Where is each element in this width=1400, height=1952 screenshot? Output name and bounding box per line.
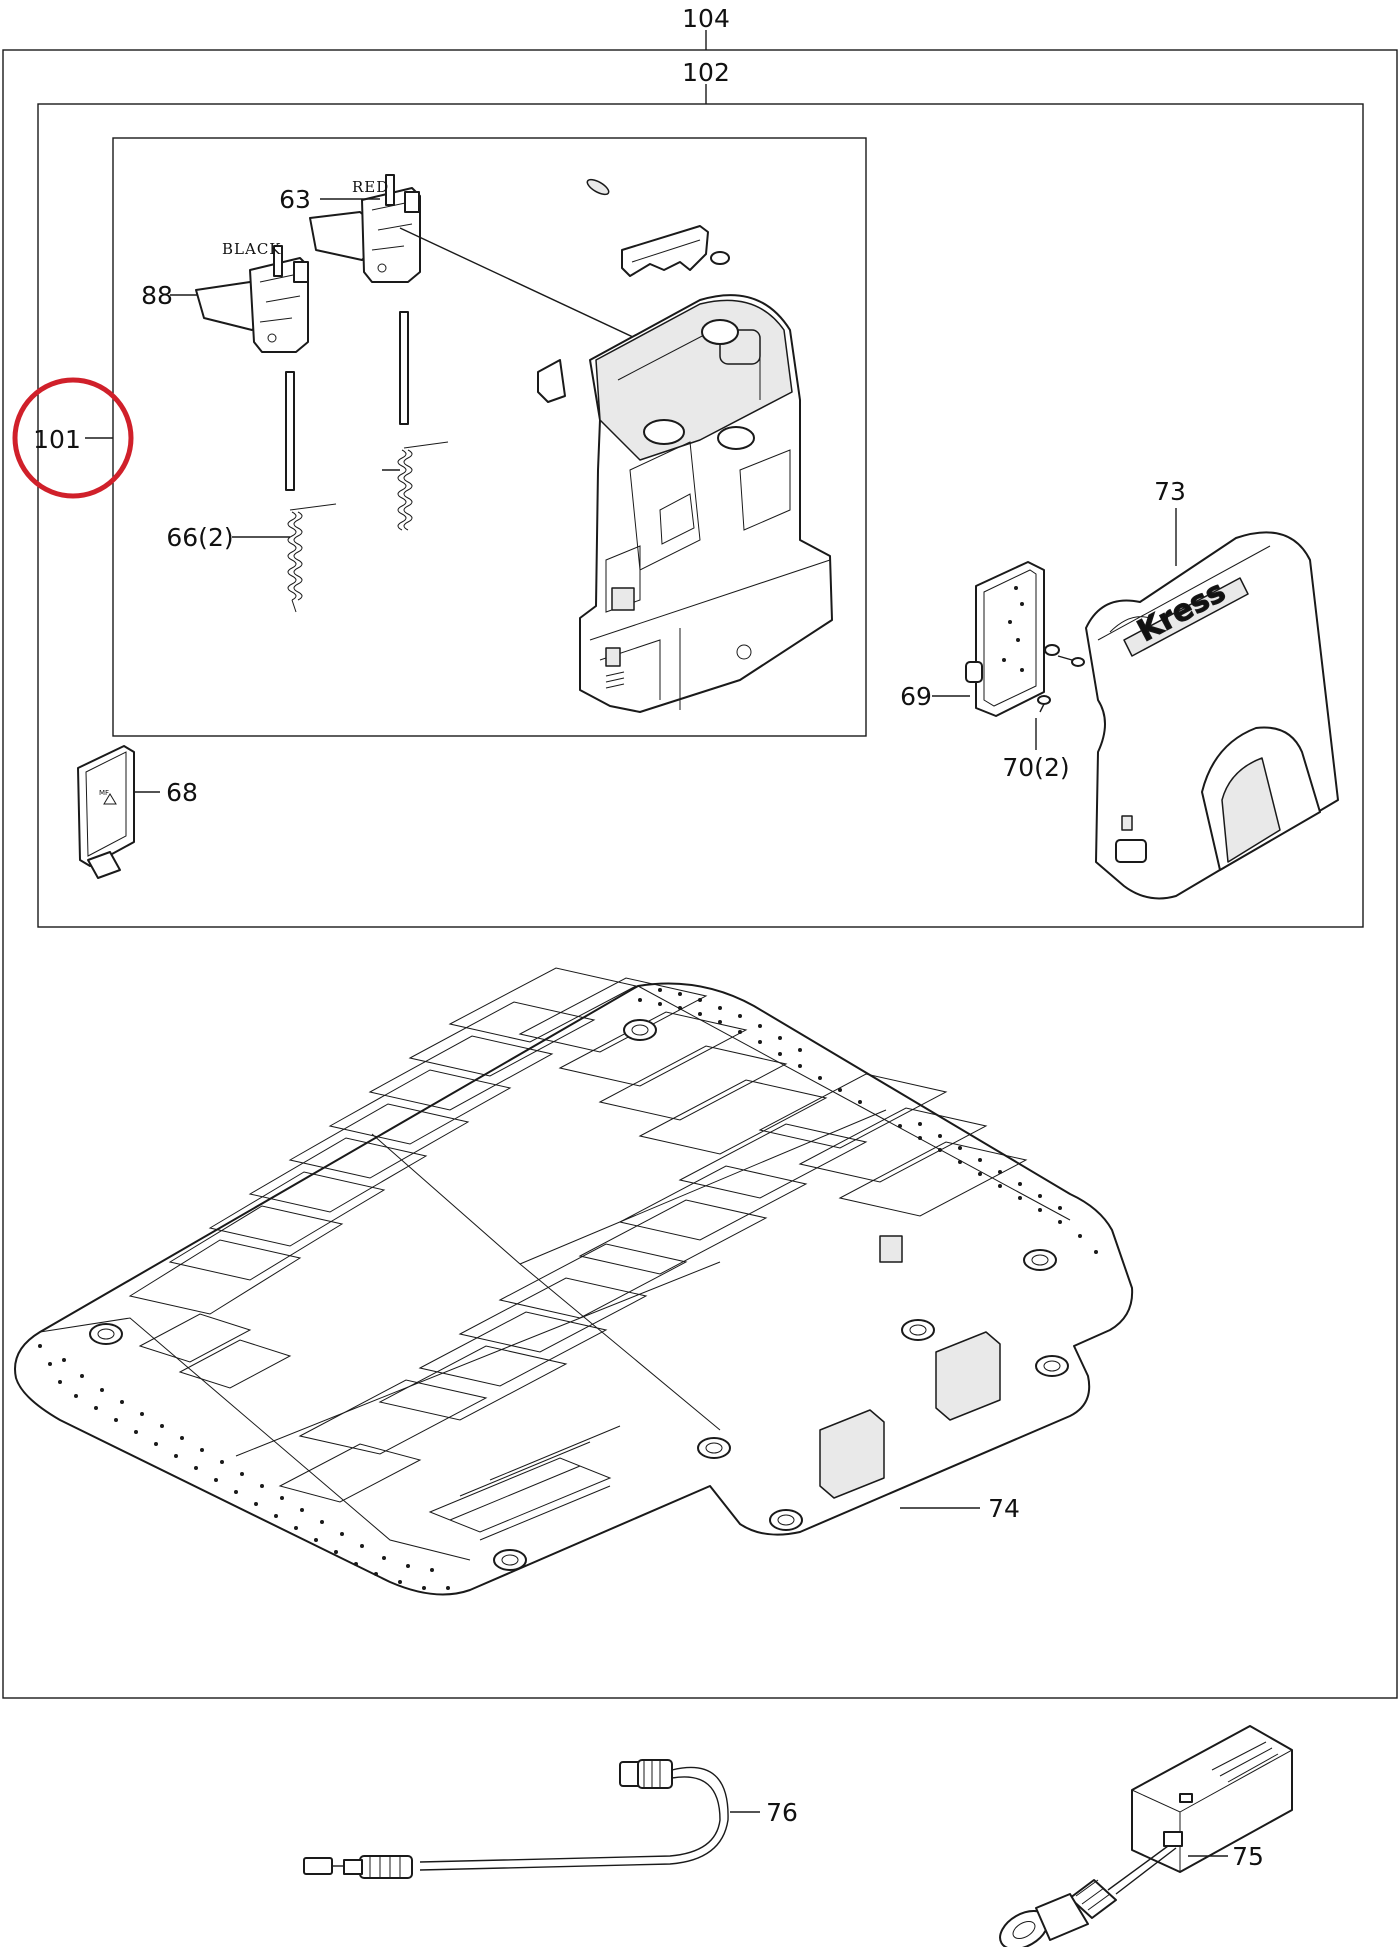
callout-73: 73 [1154, 477, 1186, 506]
frame-104 [2, 49, 1398, 1699]
highlight-circle-101 [12, 377, 134, 499]
frame-102 [37, 103, 1364, 928]
side-cover-plate: MF [77, 745, 135, 879]
callout-76: 76 [766, 1798, 798, 1827]
callout-88: 88 [141, 281, 173, 310]
callout-68: 68 [166, 778, 198, 807]
perimeter-dots [38, 988, 1098, 1590]
contact-bracket-red [309, 174, 651, 346]
frame-101 [112, 137, 867, 737]
callout-66: 66(2) [166, 523, 233, 552]
mount-holes [89, 1019, 1069, 1571]
callout-75: 75 [1232, 1842, 1264, 1871]
small-parts [537, 178, 730, 403]
outer-cover: Kress [1085, 531, 1339, 900]
assembly-frames [2, 30, 1398, 1699]
wire-label-red: RED [352, 178, 389, 196]
pcb-module [965, 561, 1060, 717]
spring-left [287, 503, 337, 613]
spring-right [382, 441, 449, 531]
power-supply [999, 1725, 1293, 1950]
pin-right [399, 311, 409, 425]
contact-bracket-black [195, 245, 309, 353]
callout-69: 69 [900, 682, 932, 711]
wire-label-black: BLACK [222, 240, 282, 258]
callout-74: 74 [988, 1494, 1020, 1523]
label-102: 102 [682, 58, 730, 87]
base-station-housing [579, 294, 833, 713]
callout-63: 63 [279, 185, 311, 214]
label-104: 104 [682, 4, 730, 33]
callout-70: 70(2) [1002, 753, 1069, 782]
charging-base-plate [14, 967, 1134, 1596]
svg-text:MF: MF [99, 789, 109, 797]
extension-cable [303, 1759, 729, 1879]
label-101: 101 [33, 425, 81, 454]
screws [1037, 655, 1085, 713]
pin-left [285, 371, 295, 491]
